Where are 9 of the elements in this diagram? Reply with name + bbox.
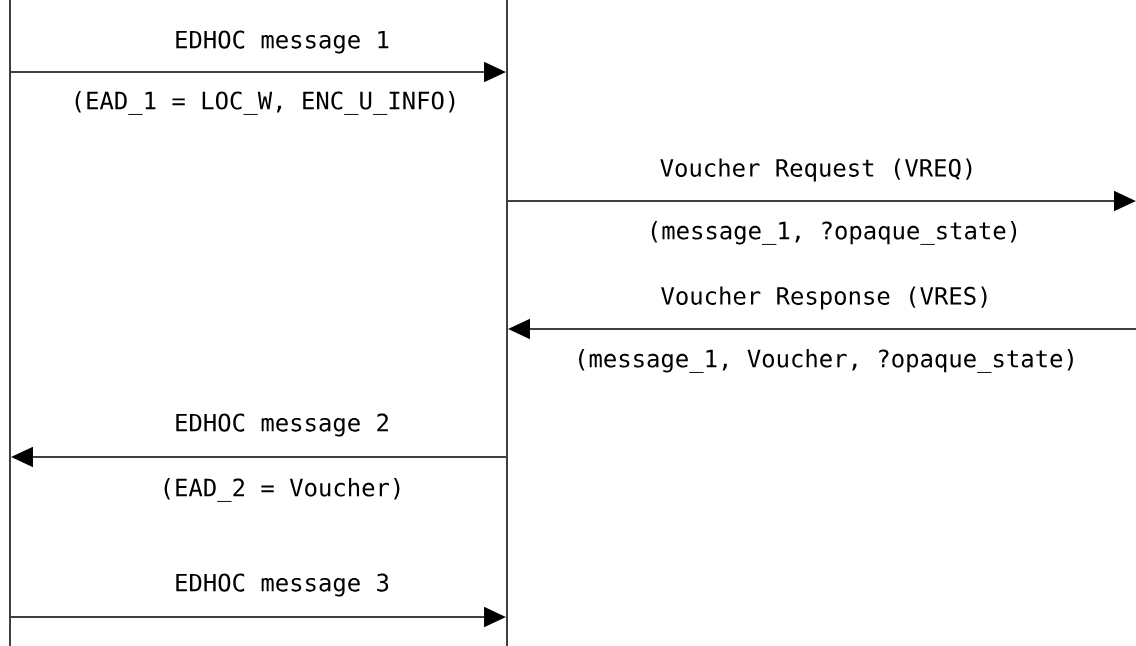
edge-label: EDHOC message 3 <box>173 572 391 598</box>
edge-label: EDHOC message 1 <box>173 29 391 55</box>
message-parameters: (message_1, ?opaque_state) <box>651 221 1017 245</box>
edge-label: Voucher Request (VREQ) <box>658 157 978 183</box>
edge-label: Voucher Response (VRES) <box>659 285 993 311</box>
message-parameters: (EAD_1 = LOC_W, ENC_U_INFO) <box>75 91 455 115</box>
edge-label: EDHOC message 2 <box>173 412 391 438</box>
message-parameters: (message_1, Voucher, ?opaque_state) <box>579 349 1073 373</box>
message-parameters: (EAD_2 = Voucher) <box>164 478 400 502</box>
